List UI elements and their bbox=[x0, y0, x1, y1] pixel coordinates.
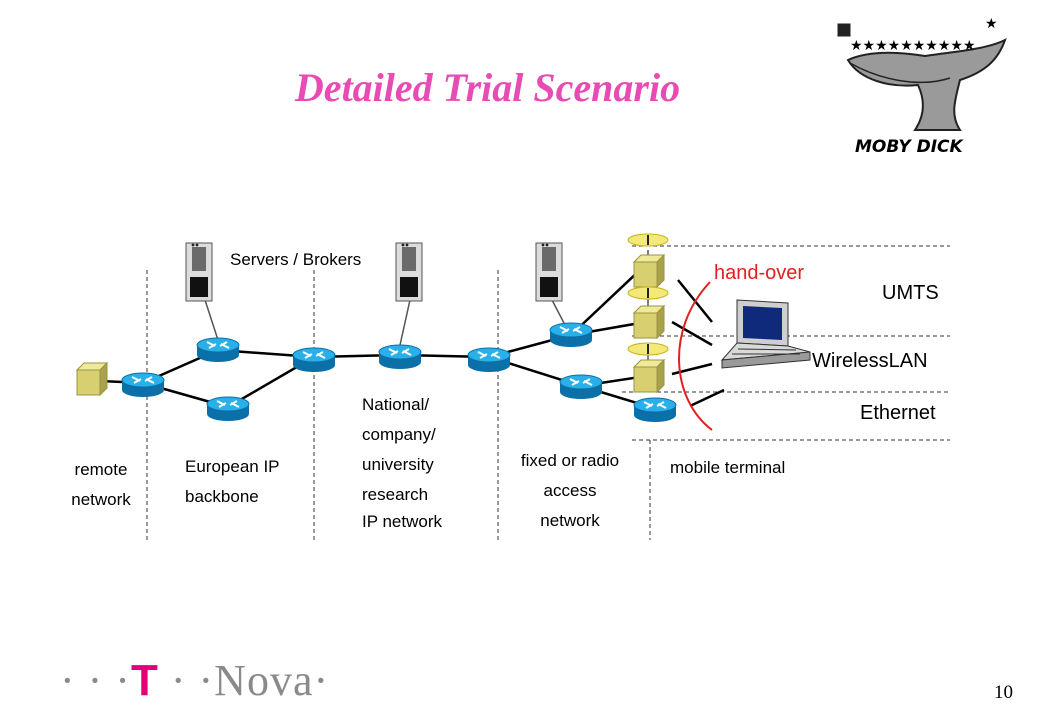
moby-dick-logo bbox=[837, 23, 1007, 131]
svg-text:★★★★★★★★★★: ★★★★★★★★★★ bbox=[850, 38, 976, 54]
hand-over-label: hand-over bbox=[714, 262, 805, 284]
section-european-backbone: European IP backbone bbox=[185, 457, 280, 506]
band-wirelesslan: WirelessLAN bbox=[812, 350, 928, 372]
page-title: Detailed Trial Scenario bbox=[294, 65, 681, 110]
section-national-network: National/ company/ university research I… bbox=[362, 395, 443, 531]
band-umts: UMTS bbox=[882, 282, 939, 304]
t-nova-logo: · · ·T · ·Nova· bbox=[60, 656, 330, 705]
section-access-network: fixed or radio access network bbox=[520, 451, 620, 530]
page-number: 10 bbox=[994, 682, 1013, 703]
mobile-terminal-label: mobile terminal bbox=[670, 458, 786, 477]
servers-label: Servers / Brokers bbox=[230, 250, 362, 269]
band-ethernet: Ethernet bbox=[860, 402, 936, 424]
section-remote-network: remote network bbox=[71, 460, 131, 509]
svg-text:★: ★ bbox=[985, 16, 998, 32]
laptop-icon bbox=[720, 299, 811, 369]
stars: ★★★★★★★★★★ ★ bbox=[850, 16, 998, 54]
logo-text: MOBY DICK bbox=[855, 137, 963, 157]
